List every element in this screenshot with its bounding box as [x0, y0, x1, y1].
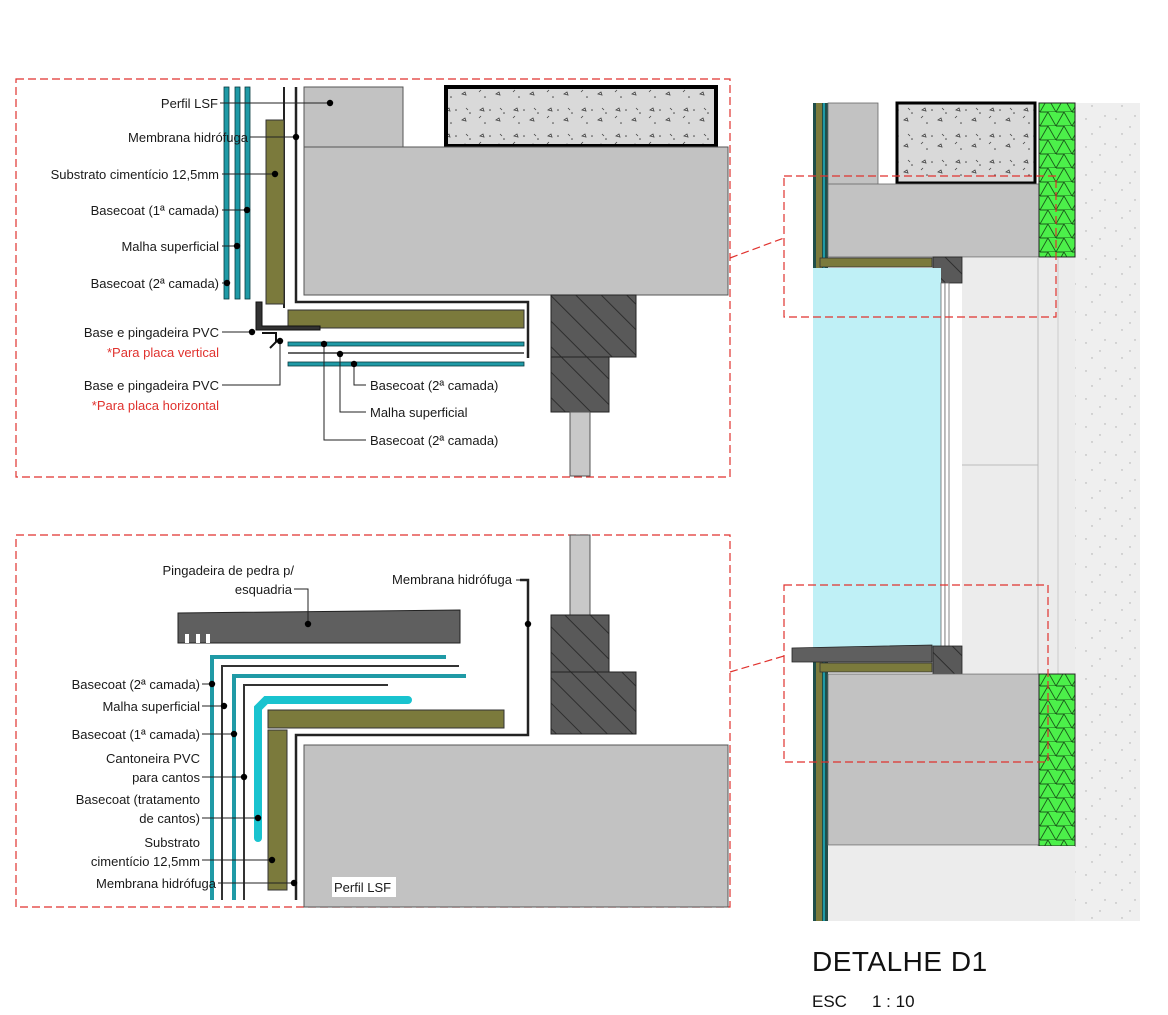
section-glass	[813, 268, 941, 648]
detail-title: DETALHE D1	[812, 946, 988, 977]
label-bottom-basecoat2: Basecoat (2ª camada)	[72, 677, 200, 692]
label-membrana-bottom: Membrana hidrófuga	[96, 876, 217, 891]
label-cantoneira-1: Cantoneira PVC	[106, 751, 200, 766]
top-concrete-lintel	[444, 85, 718, 148]
label-bottom-malha: Malha superficial	[102, 699, 200, 714]
label-base-pvc-vertical: Base e pingadeira PVC	[84, 325, 219, 340]
label-membrana: Membrana hidrófuga	[128, 130, 249, 145]
section-concrete-lintel	[895, 101, 1037, 185]
bottom-window-frame-lower	[550, 671, 637, 735]
label-substrato-1: Substrato	[144, 835, 200, 850]
section-callout-bottom	[783, 584, 1049, 763]
bottom-callout-connector	[729, 655, 785, 673]
label-right-basecoat2: Basecoat (2ª camada)	[370, 378, 498, 393]
note-horizontal: *Para placa horizontal	[92, 398, 219, 413]
bottom-pvc-corner	[243, 684, 388, 900]
top-leaders	[220, 99, 366, 441]
top-glass-edge	[569, 411, 591, 477]
label-basecoat1: Basecoat (1ª camada)	[91, 203, 219, 218]
section-callout-top	[783, 175, 1057, 318]
note-vertical: *Para placa vertical	[107, 345, 219, 360]
label-basecoat2: Basecoat (2ª camada)	[91, 276, 219, 291]
top-concrete-beam	[303, 146, 729, 296]
label-bc-tratamento-1: Basecoat (tratamento	[76, 792, 200, 807]
bottom-basecoat2	[210, 655, 446, 900]
bottom-concrete-beam	[303, 744, 729, 908]
top-detail: Perfil LSF Membrana hidrófuga Substrato …	[15, 78, 731, 478]
section-stone-sill	[791, 644, 933, 663]
sill-groove-1	[185, 634, 189, 643]
top-window-frame-upper	[550, 294, 637, 358]
bottom-glass-edge	[569, 534, 591, 616]
section-overview	[783, 101, 1140, 921]
top-pvc-drip-horizontal	[262, 332, 277, 349]
top-basecoat-h-1	[287, 341, 525, 347]
bottom-substrate-horizontal	[267, 709, 505, 729]
section-upper-beam	[827, 183, 1040, 258]
bottom-window-frame-upper	[550, 614, 610, 673]
top-pvc-drip-vertical	[255, 301, 321, 331]
bottom-detail: Pingadeira de pedra p/ esquadria Membran…	[15, 534, 731, 908]
bottom-corner-basecoat	[254, 696, 412, 842]
label-base-pvc-horizontal: Base e pingadeira PVC	[84, 378, 219, 393]
section-floor-void	[828, 846, 1075, 921]
scale-label: ESC	[812, 992, 847, 1011]
top-basecoat-h-2	[287, 361, 525, 367]
label-bottom-perfil-lsf: Perfil LSF	[334, 880, 391, 895]
scale-value: 1 : 10	[872, 992, 915, 1011]
label-pingadeira-1: Pingadeira de pedra p/	[162, 563, 294, 578]
section-insulation-top	[1038, 102, 1076, 258]
sill-groove-3	[206, 634, 210, 643]
top-callout-connector	[729, 237, 785, 259]
top-window-frame-lower	[550, 356, 610, 413]
label-right-malha: Malha superficial	[370, 405, 468, 420]
section-frame-bottom	[932, 645, 963, 675]
top-substrate-vertical	[265, 119, 285, 305]
label-malha: Malha superficial	[121, 239, 219, 254]
label-perfil-lsf: Perfil LSF	[161, 96, 218, 111]
bottom-substrate-vertical	[267, 729, 288, 891]
label-bottom-basecoat1: Basecoat (1ª camada)	[72, 727, 200, 742]
top-membrane-line	[294, 87, 530, 358]
top-substrate-horizontal	[287, 309, 525, 329]
bottom-basecoat1	[232, 674, 466, 900]
label-substrato-2: cimentício 12,5mm	[91, 854, 200, 869]
top-callout-frame	[15, 78, 731, 478]
top-basecoat-v-outer	[223, 86, 230, 300]
label-pingadeira-2: esquadria	[235, 582, 293, 597]
interior-wall	[1075, 103, 1140, 921]
label-bc-tratamento-2: de cantos)	[139, 811, 200, 826]
top-basecoat-v-inner	[244, 86, 251, 300]
label-right-basecoat2b: Basecoat (2ª camada)	[370, 433, 498, 448]
sill-groove-2	[196, 634, 200, 643]
bottom-mesh	[221, 665, 459, 900]
top-lsf-upper-block	[303, 86, 404, 150]
bottom-leaders	[202, 579, 532, 887]
stone-drip-sill	[177, 609, 461, 644]
section-insulation-bottom	[1038, 673, 1076, 847]
section-lower-beam	[827, 673, 1040, 846]
label-substrato: Substrato cimentício 12,5mm	[51, 167, 219, 182]
label-cantoneira-2: para cantos	[132, 770, 200, 785]
top-mesh-v	[234, 86, 241, 300]
label-membrana-top: Membrana hidrófuga	[392, 572, 513, 587]
perfil-lsf-tag	[332, 877, 396, 897]
